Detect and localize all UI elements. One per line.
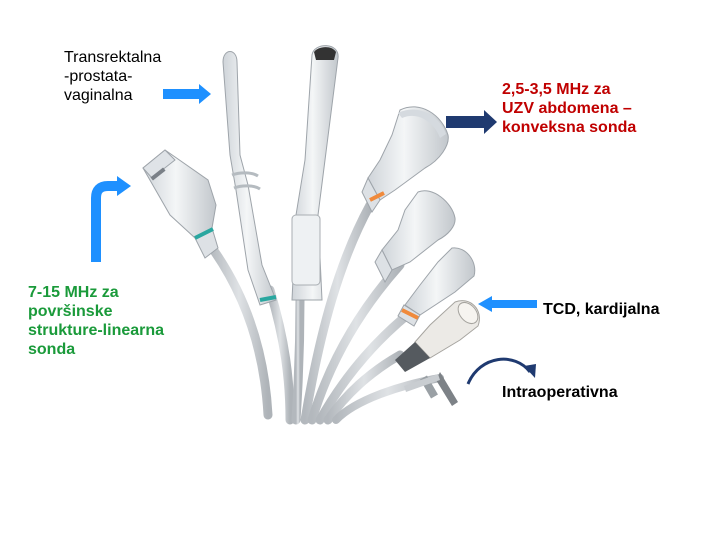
tcd-probe xyxy=(395,300,480,372)
label-intraoperative-probe: Intraoperativna xyxy=(502,384,618,401)
endocavity-probe-right xyxy=(291,45,339,301)
arrow-linear xyxy=(91,176,131,262)
endocavity-probe-left xyxy=(222,51,277,306)
arrow-intraoperative xyxy=(466,357,536,385)
linear-probe xyxy=(142,149,219,259)
arrow-tcd xyxy=(478,296,537,312)
arrow-transrectal xyxy=(163,84,211,104)
arrow-convex xyxy=(446,110,497,134)
label-linear-probe: 7-15 MHz za površinske strukture-linearn… xyxy=(28,284,165,358)
microconvex-probe xyxy=(397,247,476,327)
label-convex-probe: 2,5-3,5 MHz za UZV abdomena – konveksna … xyxy=(502,81,637,136)
intraoperative-probe xyxy=(404,372,458,406)
phased-probe xyxy=(374,190,456,284)
label-transrectal-probe: Transrektalna -prostata- vaginalna xyxy=(64,49,162,104)
convex-probe xyxy=(361,106,449,213)
label-tcd-probe: TCD, kardijalna xyxy=(543,301,660,318)
